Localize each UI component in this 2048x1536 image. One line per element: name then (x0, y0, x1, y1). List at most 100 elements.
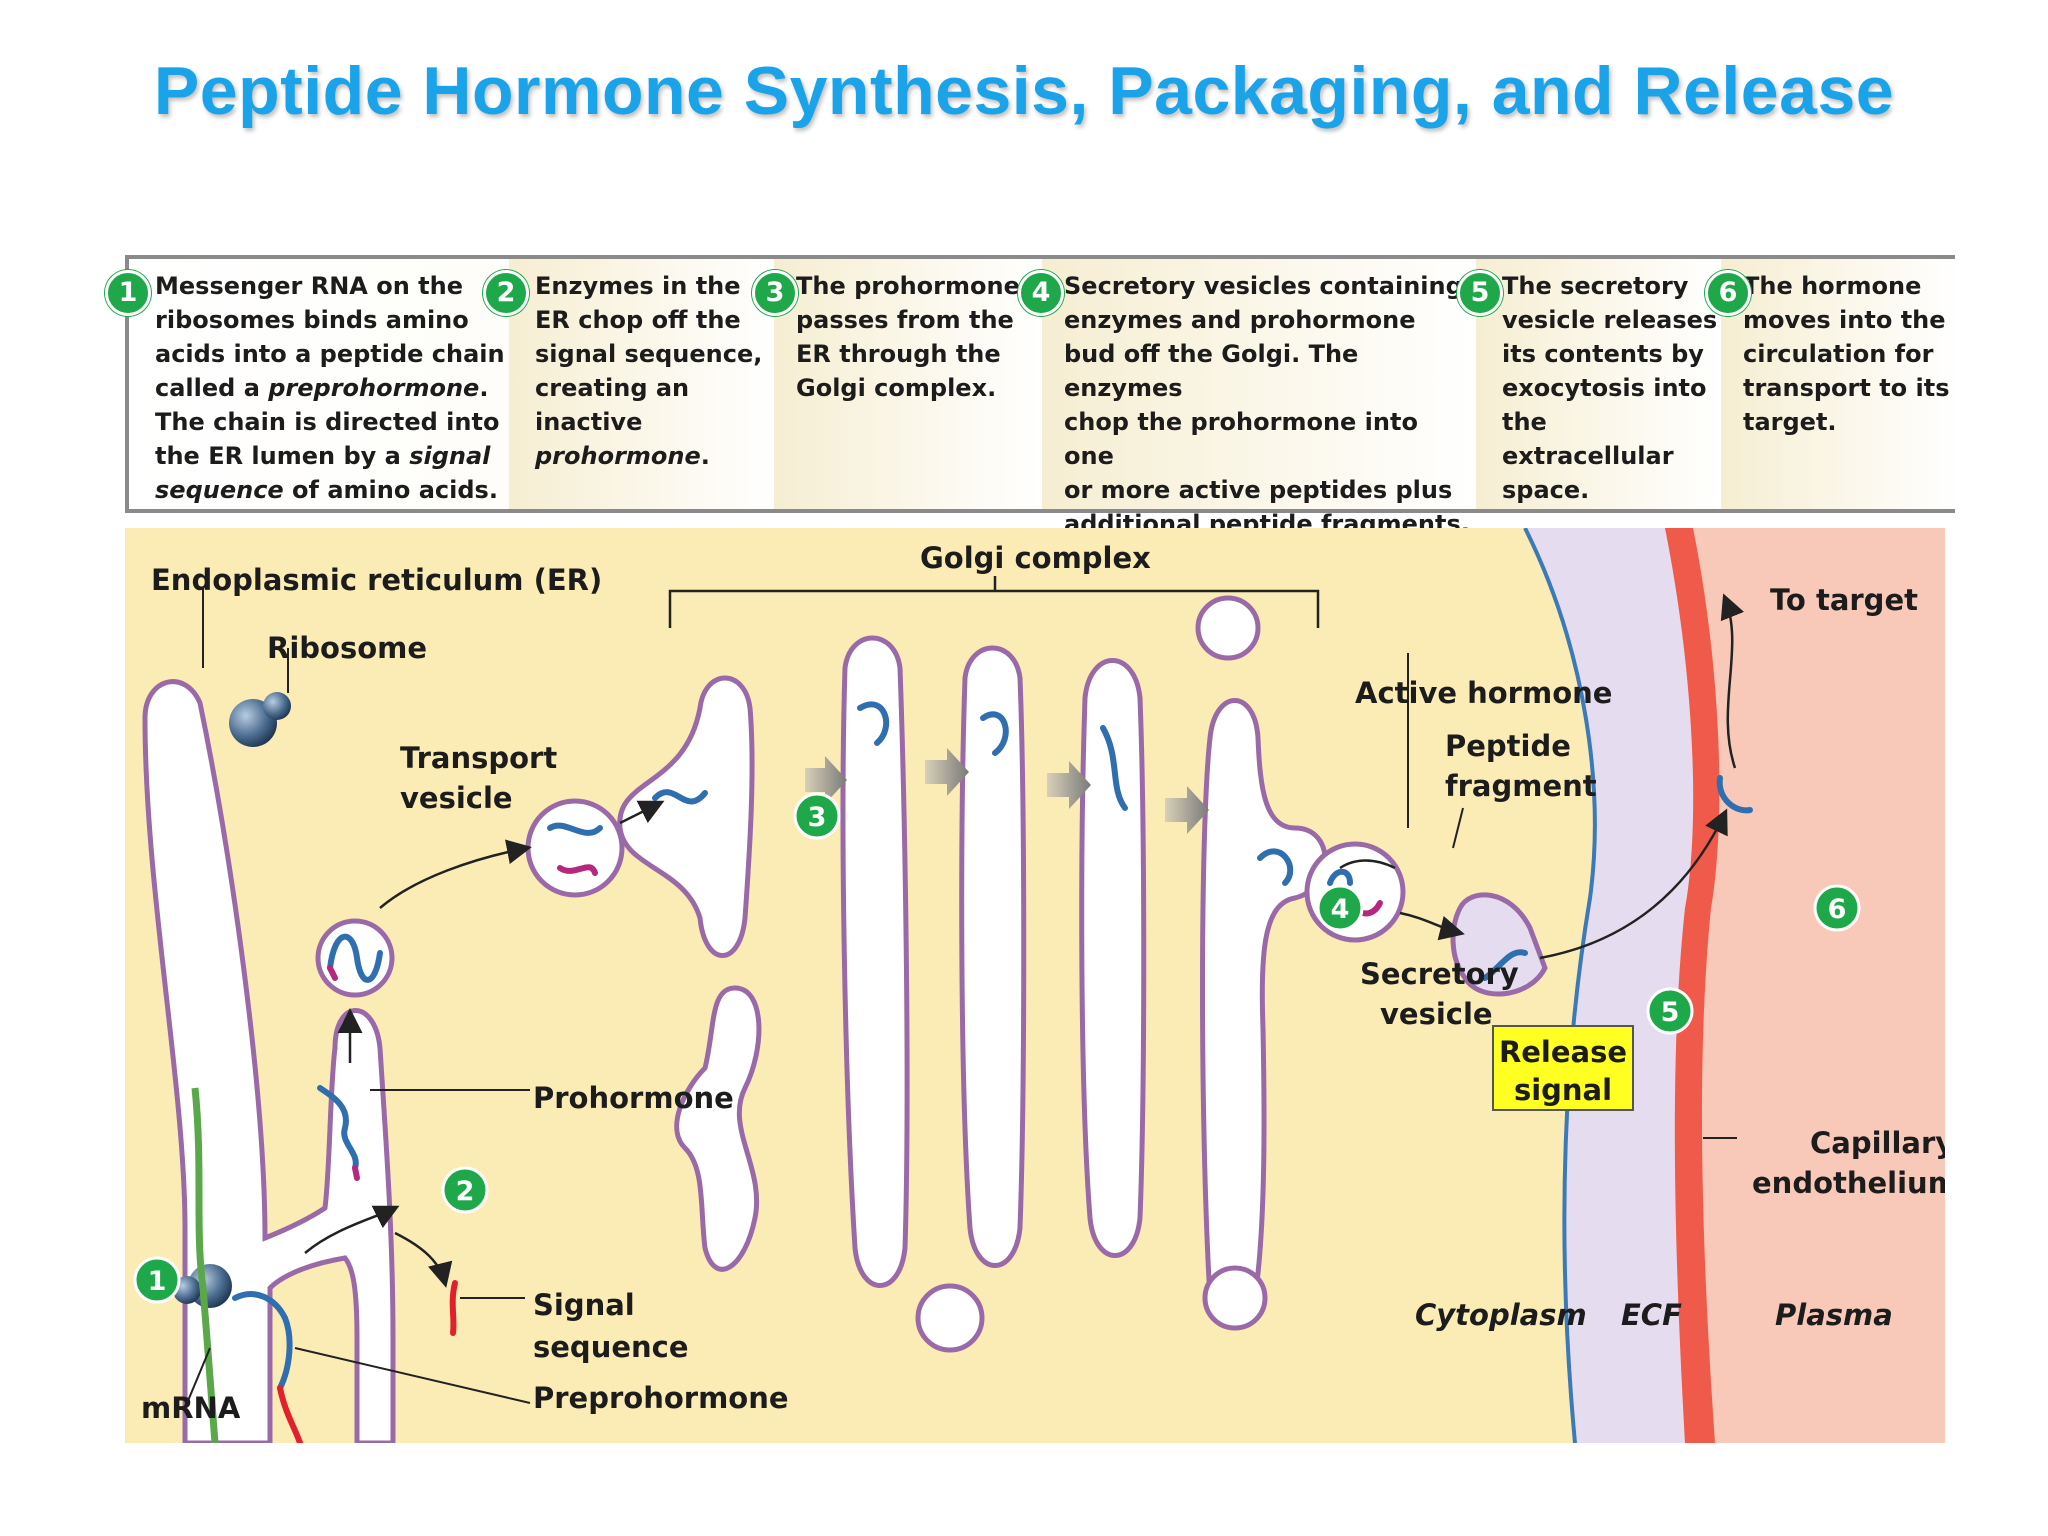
step-line: signal sequence, (535, 340, 763, 368)
step-line: vesicle releases (1502, 306, 1718, 334)
step-line: The secretory (1502, 272, 1689, 300)
step-line: sequence of amino acids. (155, 476, 498, 504)
page-title: Peptide Hormone Synthesis, Packaging, an… (153, 53, 1895, 129)
step-line: The hormone (1743, 272, 1922, 300)
step-line: called a preprohormone. (155, 374, 489, 402)
capillary-endothelium (1665, 528, 1720, 1443)
step-2: Enzymes in the ER chop off the signal sequ… (509, 259, 774, 509)
svg-text:6: 6 (1828, 894, 1847, 925)
step-line: inactive (535, 408, 643, 436)
step-line: passes from the (796, 306, 1014, 334)
svg-text:5: 5 (1661, 997, 1680, 1028)
step-5: The secretory vesicle releases its content… (1476, 259, 1721, 509)
step-line: Enzymes in the (535, 272, 741, 300)
transport-vesicle (525, 798, 625, 898)
golgi-transit-arrow-1 (805, 756, 847, 804)
step-line: Messenger RNA on the (155, 272, 464, 300)
step-line: acids into a peptide chain (155, 340, 505, 368)
label-capillary-1: Capillary (1810, 1126, 1945, 1160)
step-line: the extracellular (1502, 408, 1674, 470)
step-line: chop the prohormone into one (1064, 408, 1418, 470)
pathway-arrows (304, 593, 1745, 1288)
golgi-vesicle-bottom-1 (915, 1283, 985, 1353)
label-to-target: To target (1770, 583, 1918, 617)
step-line: bud off the Golgi. The enzymes (1064, 340, 1359, 402)
step-line: exocytosis into (1502, 374, 1707, 402)
golgi-cisterna-5 (1200, 698, 1328, 1323)
step-4-text: Secretory vesicles containing enzymes and… (1064, 269, 1476, 541)
hormone-pathway-diagram: Endoplasmic reticulum (ER) Ribosome Tran… (125, 528, 1945, 1443)
endoplasmic-reticulum (142, 679, 396, 1443)
marker-2: 2 (441, 1166, 489, 1214)
step-line: Secretory vesicles containing (1064, 272, 1463, 300)
label-active-hormone: Active hormone (1355, 676, 1612, 710)
step-1-text: Messenger RNA on the ribosomes binds amin… (155, 269, 505, 507)
label-capillary-2: endothelium (1752, 1166, 1945, 1200)
step-line: space. (1502, 476, 1590, 504)
release-signal-box (1492, 1025, 1634, 1111)
step-line: its contents by (1502, 340, 1704, 368)
label-preprohormone: Preprohormone (533, 1381, 789, 1415)
peptide-chains (232, 701, 1753, 1443)
leader-lines (184, 588, 1737, 1409)
exocytosis-vesicle (1450, 892, 1548, 997)
golgi-transit-arrow-3 (1047, 761, 1091, 809)
label-ecf: ECF (1621, 1298, 1682, 1332)
step-2-text: Enzymes in the ER chop off the signal sequ… (535, 269, 762, 473)
label-transport-vesicle-1: Transport (400, 741, 557, 775)
golgi-vesicle-top (1195, 595, 1261, 661)
label-er: Endoplasmic reticulum (ER) (151, 563, 602, 597)
marker-6: 6 (1813, 884, 1861, 932)
mrna-strand (191, 1087, 219, 1443)
label-prohormone: Prohormone (533, 1081, 734, 1115)
golgi-cisterna-1 (617, 675, 755, 958)
label-signal-sequence-1: Signal (533, 1288, 635, 1322)
marker-4: 4 (1316, 884, 1364, 932)
label-transport-vesicle-2: vesicle (400, 781, 513, 815)
marker-1: 1 (133, 1256, 181, 1304)
step-line: or more active peptides plus (1064, 476, 1453, 504)
cell-membrane (1523, 528, 1597, 1443)
step-1: Messenger RNA on the ribosomes binds amin… (129, 259, 509, 509)
golgi-cisterna-4 (1079, 658, 1147, 1258)
step-6: The hormone moves into the circulation for… (1721, 259, 1961, 509)
step-line: ER through the (796, 340, 1001, 368)
golgi-transit-arrow-2 (925, 748, 969, 796)
svg-text:1: 1 (148, 1266, 167, 1297)
label-golgi: Golgi complex (920, 541, 1151, 575)
step-line: Golgi complex. (796, 374, 997, 402)
step-5-number: 5 (1457, 270, 1503, 316)
step-line: ER chop off the (535, 306, 741, 334)
step-3-number: 3 (752, 270, 798, 316)
golgi-cisterna-3 (959, 645, 1027, 1268)
marker-3: 3 (793, 792, 841, 840)
step-line: moves into the (1743, 306, 1946, 334)
step-line: target. (1743, 408, 1837, 436)
step-1-number: 1 (105, 270, 151, 316)
golgi-bracket (668, 576, 1320, 628)
step-4-number: 4 (1018, 270, 1064, 316)
label-cytoplasm: Cytoplasm (1415, 1298, 1587, 1332)
label-plasma: Plasma (1775, 1298, 1893, 1332)
svg-text:4: 4 (1331, 894, 1350, 925)
release-signal-label-2: signal (1514, 1073, 1612, 1107)
marker-5: 5 (1646, 987, 1694, 1035)
golgi-cisterna-2 (840, 635, 910, 1288)
step-4: Secretory vesicles containing enzymes and… (1042, 259, 1476, 538)
step-6-text: The hormone moves into the circulation for… (1743, 269, 1950, 439)
release-signal-label-1: Release (1499, 1035, 1627, 1069)
svg-text:2: 2 (456, 1176, 475, 1207)
label-peptide-fragment-1: Peptide (1445, 729, 1571, 763)
step-line: enzymes and prohormone (1064, 306, 1416, 334)
label-secretory-vesicle-1: Secretory (1360, 957, 1519, 991)
step-line: The chain is directed into (155, 408, 500, 436)
step-line: circulation for (1743, 340, 1934, 368)
step-line: ribosomes binds amino (155, 306, 469, 334)
label-signal-sequence-2: sequence (533, 1330, 689, 1364)
label-peptide-fragment-2: fragment (1445, 769, 1597, 803)
step-5-text: The secretory vesicle releases its content… (1502, 269, 1721, 507)
svg-text:3: 3 (808, 802, 827, 833)
ribosome-er-small (263, 692, 291, 720)
label-ribosome: Ribosome (267, 631, 427, 665)
